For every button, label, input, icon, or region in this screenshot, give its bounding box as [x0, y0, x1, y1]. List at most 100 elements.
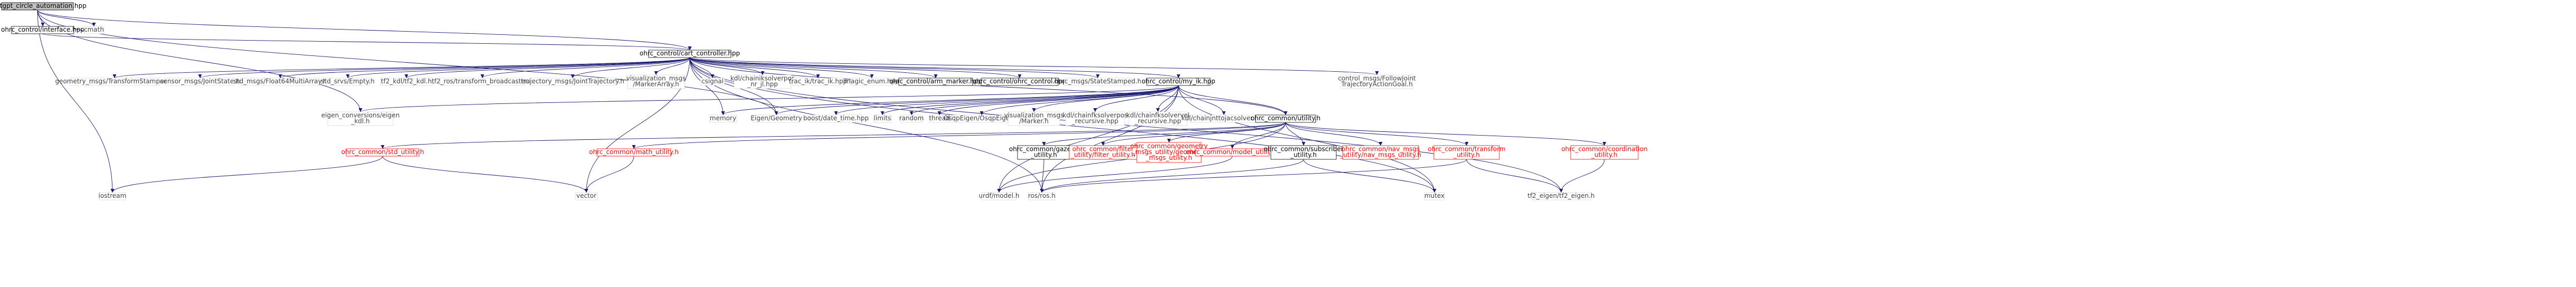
graph-node[interactable]: std_srvs/Empty.h [321, 78, 375, 86]
node-label: tf2_ros/transform_broadcaster.h [432, 78, 533, 85]
graph-node[interactable]: kdl/chainfksolvervel_recursive.hpp [1126, 112, 1190, 126]
graph-node[interactable]: control_msgs/FollowJointTrajectoryAction… [1338, 75, 1416, 89]
graph-node[interactable]: ohrc_common/transform_utility.h [1428, 146, 1506, 160]
node-label: _utility.h [1453, 151, 1480, 159]
node-box [1195, 148, 1270, 157]
graph-node[interactable]: ohrc_common/filter_utility/filter_utilit… [1069, 146, 1137, 160]
graph-node[interactable]: geometry_msgs/TransformStamped.h [55, 78, 174, 86]
graph-node[interactable]: trajectory_msgs/JointTrajectory.h [521, 78, 624, 86]
graph-node[interactable]: ohrc_common/gazebo_utility.h [1009, 146, 1079, 160]
graph-node[interactable]: ohrc_control/cart_controller.hpp [640, 50, 740, 58]
node-box [165, 78, 235, 86]
node-box [346, 148, 420, 157]
node-label: chatgpt_circle_automation.hpp [0, 2, 87, 9]
node-box [327, 111, 394, 126]
node-box [792, 78, 844, 86]
graph-node[interactable]: eigen_conversions/eigen_kdl.h [321, 112, 400, 126]
graph-node[interactable]: ohrc_control/arm_marker.hpp [889, 78, 982, 86]
edge-n37-n46 [997, 156, 1233, 193]
graph-node[interactable]: ohrc_common/model_utility.h [1186, 148, 1279, 157]
graph-node[interactable]: sensor_msgs/JointState.h [160, 78, 240, 86]
graph-node[interactable]: tf2_ros/transform_broadcaster.h [432, 78, 533, 86]
node-label: control_msgs/FollowJoint [1338, 75, 1416, 82]
node-box [753, 114, 800, 123]
node-box [83, 26, 104, 34]
node-box [440, 78, 525, 86]
graph-node[interactable]: ohrc_common/nav_msgs_utility/nav_msgs_ut… [1339, 146, 1421, 160]
node-box [709, 114, 737, 123]
edge-n3-n17 [689, 57, 1022, 79]
graph-node[interactable]: tf2_kdl/tf2_kdl.h [380, 78, 433, 86]
graph-node[interactable]: ohrc_control/my_ik.hpp [1142, 78, 1215, 86]
graph-node[interactable]: boost/date_time.hpp [803, 114, 869, 123]
graph-node[interactable]: mutex [1424, 192, 1445, 200]
edge-n19-n46 [997, 85, 1179, 193]
edge-n19-n21 [358, 85, 1179, 112]
graph-node[interactable]: chatgpt_circle_automation.hpp [0, 2, 87, 11]
edge-n1-n3 [42, 33, 692, 51]
graph-node[interactable]: limits [873, 114, 892, 123]
graph-node[interactable]: memory [709, 114, 737, 123]
graph-node[interactable]: OsqpEigen/OsqpEigen.h [944, 114, 1020, 123]
graph-node[interactable]: visualization_msgs/MarkerArray.h [626, 75, 686, 89]
node-box [240, 78, 320, 86]
graph-node[interactable]: ros/ros.h [1028, 192, 1056, 200]
graph-node[interactable]: ohrc_common/geometry_msgs_utility/geomet… [1130, 142, 1208, 163]
graph-node[interactable]: iostream [99, 192, 127, 200]
node-box [529, 78, 616, 86]
node-label: ohrc_common/gazebo [1009, 146, 1079, 153]
node-label: eigen_conversions/eigen [321, 112, 400, 119]
edge-n3-n19 [689, 57, 1181, 79]
edge-n19-n23 [774, 85, 1179, 116]
graph-node[interactable]: Eigen/Geometry [750, 114, 802, 123]
graph-node[interactable]: ohrc_control/ohrc_control.hpp [973, 78, 1067, 86]
graph-node[interactable]: urdf/model.h [979, 192, 1020, 200]
node-label: ohrc_common/subscriber [1263, 146, 1343, 153]
graph-node[interactable]: magic_enum.hpp [844, 78, 899, 86]
edge-n40-n47 [1040, 159, 1467, 193]
graph-node[interactable]: thread [929, 114, 950, 123]
edge-n33-n43 [632, 122, 1286, 149]
node-label: ohrc_control/my_ik.hpp [1142, 78, 1215, 85]
graph-node[interactable]: ohrc_common/math_utility.h [589, 148, 679, 157]
edge-n33-n39 [1285, 122, 1383, 146]
graph-node[interactable]: trac_ik/trac_ik.hpp [789, 78, 847, 86]
graph-node[interactable]: std_msgs/Float64MultiArray.h [234, 78, 327, 86]
graph-node[interactable]: kdl/chainiksolverpos_nr_jl.hpp [730, 75, 795, 89]
edge-n34-n47 [1040, 159, 1044, 193]
graph-node[interactable]: cmath [83, 26, 104, 34]
edge-n43-n45 [584, 156, 634, 193]
node-label: ohrc_common/model_utility.h [1186, 148, 1279, 156]
graph-node[interactable]: ohrc_control/interface.hpp [1, 26, 84, 34]
graph-node[interactable]: vector [575, 192, 598, 200]
node-box [734, 74, 792, 89]
node-label: sensor_msgs/JointState.h [160, 78, 240, 85]
graph-node[interactable]: visualization_msgs/Marker.h [1004, 112, 1064, 126]
graph-node[interactable]: tf2_eigen/tf2_eigen.h [1527, 192, 1595, 200]
node-box [700, 78, 725, 86]
edge-n3-n20 [689, 57, 1379, 75]
graph-node[interactable]: ohrc_msgs/StateStamped.h [1054, 78, 1142, 86]
graph-node[interactable]: ohrc_common/std_utility.h [341, 148, 424, 157]
node-box [69, 78, 160, 86]
graph-node[interactable]: ohrc_common/coordination_utility.h [1561, 146, 1648, 160]
edge-n19-n26 [909, 85, 1179, 116]
graph-node[interactable]: csignal [700, 78, 725, 86]
graph-node[interactable]: ohrc_common/subscriber_utility.h [1263, 146, 1344, 160]
edge-n0-n23 [37, 9, 778, 116]
edge-n41-n49 [1559, 159, 1605, 193]
node-label: ohrc_common/math_utility.h [589, 148, 679, 156]
graph-node[interactable]: ohrc_common/utility.h [1251, 114, 1320, 123]
graph-node[interactable]: kdl/chainjnttojacsolver.hpp [1181, 114, 1267, 123]
edge-n3-n10 [571, 57, 690, 79]
graph-node[interactable]: kdl/chainfksolverpos_recursive.hpp [1062, 112, 1128, 126]
edge-n38-n47 [1040, 159, 1304, 193]
edge-n19-n31 [1156, 85, 1179, 112]
node-label: limits [874, 114, 891, 122]
graph-node[interactable]: random [899, 114, 924, 123]
node-label: _recursive.hpp [1134, 118, 1181, 125]
node-box [1532, 192, 1591, 200]
edge-n3-n16 [689, 57, 938, 79]
node-box [1, 2, 74, 11]
